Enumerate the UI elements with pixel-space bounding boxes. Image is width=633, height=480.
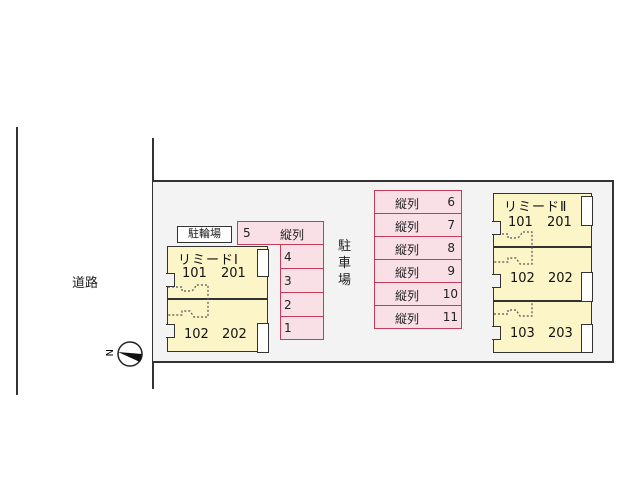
unit-102: 102	[184, 327, 209, 342]
unit-201: 201	[547, 215, 572, 230]
parking-space-10: 縦列 10	[374, 282, 462, 306]
unit-divider	[494, 300, 591, 302]
parking-column-right: 縦列 6 縦列 7 縦列 8 縦列 9 縦列 10 縦列 11	[374, 190, 462, 331]
unit-202: 202	[548, 271, 573, 286]
parking-space-2: 2	[280, 292, 324, 317]
unit-101: 101	[182, 266, 207, 281]
building-2: リミードⅡ 101 201 102 202 103 203	[493, 193, 593, 353]
parking-space-number: 1	[284, 321, 292, 335]
parking-space-number: 11	[442, 310, 458, 324]
unit-divider	[494, 246, 591, 248]
parking-space-label: 縦列	[395, 220, 420, 234]
building-notch	[492, 274, 501, 288]
parking-space-number: 4	[284, 250, 292, 264]
unit-201: 201	[221, 266, 246, 281]
parking-space-label: 縦列	[395, 312, 420, 326]
stair-dotted-outline	[494, 231, 533, 317]
parking-space-number: 9	[447, 264, 455, 278]
balcony	[257, 249, 269, 277]
parking-space-number: 6	[447, 195, 455, 209]
parking-space-9: 縦列 9	[374, 259, 462, 283]
balcony	[257, 323, 269, 353]
unit-203: 203	[548, 326, 573, 341]
parking-space-number: 2	[284, 298, 292, 312]
parking-space-1: 1	[280, 316, 324, 340]
building-notch	[492, 221, 501, 235]
balcony	[581, 196, 593, 226]
parking-space-6: 縦列 6	[374, 190, 462, 214]
parking-space-7: 縦列 7	[374, 213, 462, 237]
parking-space-3: 3	[280, 268, 324, 293]
parking-space-number: 10	[442, 287, 458, 301]
unit-101: 101	[508, 215, 533, 230]
bicycle-parking-label: 駐輪場	[177, 226, 232, 243]
stair-dotted-outline	[168, 284, 209, 318]
road-label: 道路	[72, 276, 99, 291]
building-notch	[166, 324, 175, 338]
parking-space-label: 縦列	[280, 228, 305, 242]
building-1-name: リミードⅠ	[178, 253, 239, 268]
building-notch	[492, 326, 501, 340]
parking-space-4: 4	[280, 244, 324, 269]
unit-202: 202	[222, 327, 247, 342]
north-arrow-icon: N	[103, 337, 146, 371]
parking-space-number: 7	[447, 218, 455, 232]
unit-102: 102	[510, 271, 535, 286]
parking-space-label: 縦列	[395, 197, 420, 211]
parking-space-number: 3	[284, 274, 292, 288]
balcony	[581, 324, 593, 353]
building-1: リミードⅠ 101 201 102 202	[167, 246, 269, 353]
parking-space-number: 8	[447, 241, 455, 255]
parking-space-number: 5	[243, 226, 251, 240]
building-notch	[166, 273, 175, 287]
unit-divider	[168, 298, 267, 300]
parking-label: 駐車場	[338, 239, 352, 288]
parking-space-5: 5 縦列	[237, 221, 324, 245]
building-2-name: リミードⅡ	[504, 200, 568, 215]
parking-space-8: 縦列 8	[374, 236, 462, 260]
parking-space-11: 縦列 11	[374, 305, 462, 329]
parking-space-label: 縦列	[395, 266, 420, 280]
unit-103: 103	[510, 326, 535, 341]
parking-space-label: 縦列	[395, 243, 420, 257]
road-edge-left	[16, 127, 18, 395]
balcony	[581, 272, 593, 302]
svg-text:N: N	[106, 349, 114, 356]
parking-space-label: 縦列	[395, 289, 420, 303]
